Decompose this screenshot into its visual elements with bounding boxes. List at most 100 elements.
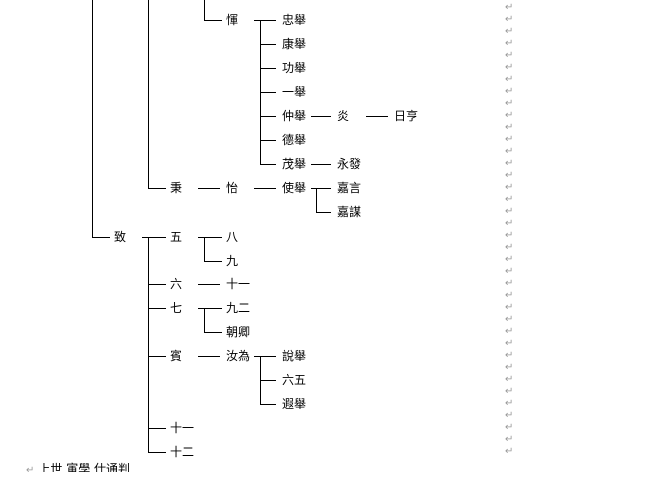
name-node: 嘉謀	[337, 205, 362, 219]
paragraph-mark-icon: ↵	[505, 386, 514, 397]
paragraph-mark-icon: ↵	[505, 278, 514, 289]
name-node: 朝卿	[226, 325, 251, 339]
paragraph-mark-icon: ↵	[505, 158, 514, 169]
paragraph-mark-icon: ↵	[505, 398, 514, 409]
paragraph-mark-icon: ↵	[505, 122, 514, 133]
edge-line	[142, 237, 166, 238]
paragraph-mark-icon: ↵	[505, 74, 514, 85]
name-node: 十二	[170, 445, 195, 459]
paragraph-mark-icon: ↵	[505, 38, 514, 49]
name-node: 康舉	[282, 37, 307, 51]
name-node: 十一	[170, 421, 195, 435]
edge-line	[148, 284, 166, 285]
edge-line	[198, 188, 220, 189]
edge-line	[311, 188, 331, 189]
paragraph-mark-icon: ↵	[505, 62, 514, 73]
paragraph-mark-icon: ↵	[505, 110, 514, 121]
edge-line	[198, 284, 220, 285]
paragraph-mark-icon: ↵	[505, 26, 514, 37]
paragraph-mark-icon: ↵	[505, 446, 514, 457]
branch-line-hui	[204, 0, 205, 20]
paragraph-mark-icon: ↵	[505, 362, 514, 373]
edge-line	[148, 428, 166, 429]
branch-line-bing	[148, 0, 149, 188]
branch-line-qi-children	[204, 308, 205, 332]
edge-line	[148, 308, 166, 309]
name-node: 五	[170, 230, 183, 244]
name-node: 十一	[226, 277, 251, 291]
paragraph-mark-icon: ↵	[505, 146, 514, 157]
name-node: 九二	[226, 301, 251, 315]
name-node: 八	[226, 230, 239, 244]
name-node: 賓	[170, 349, 183, 363]
name-node: 行舉	[282, 0, 306, 1]
footer-text: 上世 寅學 仕通判	[38, 462, 131, 476]
paragraph-mark-icon: ↵	[505, 410, 514, 421]
name-node: 炎	[337, 109, 350, 123]
name-node: 怡	[226, 181, 239, 195]
paragraph-mark-icon: ↵	[505, 434, 514, 445]
edge-line	[366, 116, 388, 117]
paragraph-mark-icon: ↵	[505, 302, 514, 313]
name-node: 茂舉	[282, 157, 307, 171]
paragraph-mark-icon: ↵	[505, 98, 514, 109]
name-node: 六	[170, 277, 183, 291]
edge-line	[311, 116, 331, 117]
edge-line	[92, 237, 110, 238]
paragraph-mark-icon: ↵	[505, 290, 514, 301]
edge-line	[148, 452, 166, 453]
paragraph-mark-icon: ↵	[505, 350, 514, 361]
name-node: 遐舉	[282, 397, 307, 411]
paragraph-mark-icon: ↵	[26, 465, 35, 476]
edge-line	[204, 261, 222, 262]
paragraph-mark-icon: ↵	[505, 254, 514, 265]
paragraph-mark-icon: ↵	[505, 266, 514, 277]
name-node: 嘉言	[337, 181, 362, 195]
paragraph-mark-icon: ↵	[505, 14, 514, 25]
paragraph-mark-icon: ↵	[505, 314, 514, 325]
edge-line	[260, 380, 276, 381]
branch-line-wu-children	[204, 237, 205, 261]
name-node: 日亨	[394, 109, 419, 123]
edge-line	[260, 116, 276, 117]
paragraph-mark-icon: ↵	[505, 218, 514, 229]
name-node: 仲舉	[282, 109, 307, 123]
name-node: 致	[114, 230, 127, 244]
footer-line: ↵上世 寅學 仕通判	[26, 462, 131, 476]
name-node: 秉	[170, 181, 183, 195]
edge-line	[260, 44, 276, 45]
paragraph-mark-icon: ↵	[505, 134, 514, 145]
paragraph-mark-icon: ↵	[505, 338, 514, 349]
name-node: 功舉	[282, 61, 307, 75]
name-node: 六五	[282, 373, 307, 387]
name-node: 德舉	[282, 133, 307, 147]
paragraph-mark-icon: ↵	[505, 86, 514, 97]
name-node: 忠舉	[282, 13, 307, 27]
paragraph-mark-icon: ↵	[505, 194, 514, 205]
edge-line	[204, 332, 222, 333]
edge-line	[311, 164, 331, 165]
edge-line	[148, 356, 166, 357]
name-node: 九	[226, 254, 239, 268]
edge-line	[148, 188, 166, 189]
edge-line	[316, 212, 331, 213]
paragraph-mark-icon: ↵	[505, 230, 514, 241]
edge-line	[260, 164, 276, 165]
name-node: 惲	[226, 13, 239, 27]
edge-line	[254, 20, 276, 21]
branch-line-zhi-children	[148, 237, 149, 452]
edge-line	[254, 188, 276, 189]
paragraph-mark-icon: ↵	[505, 374, 514, 385]
edge-line	[198, 308, 222, 309]
name-node: 使舉	[282, 181, 307, 195]
edge-line	[204, 20, 222, 21]
paragraph-mark-icon: ↵	[505, 50, 514, 61]
trunk-line	[92, 0, 93, 237]
name-node: 七	[170, 301, 183, 315]
name-node: 一舉	[282, 85, 307, 99]
name-node: 永發	[337, 157, 362, 171]
paragraph-mark-icon: ↵	[505, 170, 514, 181]
paragraph-mark-icon: ↵	[505, 206, 514, 217]
edge-line	[198, 237, 222, 238]
edge-line	[254, 356, 276, 357]
